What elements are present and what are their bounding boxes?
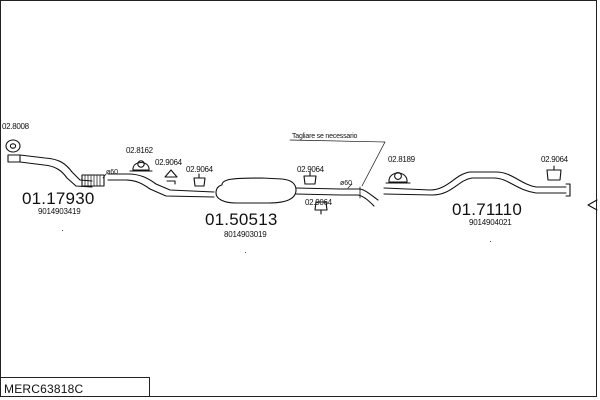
rear-pipe-icon — [383, 171, 571, 197]
gasket-part-number: 02.8008 — [2, 122, 29, 131]
hanger-part-number: 02.9064 — [297, 165, 324, 174]
vehicle-code-box: MERC63818C — [0, 377, 150, 397]
vehicle-code: MERC63818C — [4, 382, 84, 396]
hanger-part-number: 02.9064 — [305, 198, 332, 207]
hanger-icon — [193, 173, 206, 187]
rear-section-part-number: 01.71110 — [452, 200, 522, 219]
front-section-reference: 9014903419 — [38, 207, 81, 216]
muffler-icon — [215, 177, 341, 204]
placeholder-dot — [245, 252, 246, 253]
placeholder-dot — [490, 241, 491, 242]
placeholder-dot — [62, 230, 63, 231]
hanger-part-number: 02.9064 — [155, 158, 182, 167]
clamp-part-number: 02.8162 — [126, 146, 153, 155]
pipe-diameter-label: ø60 — [340, 180, 353, 187]
clamp-icon — [385, 172, 411, 184]
hanger-part-number: 02.9064 — [541, 155, 568, 164]
pipe-diameter-label: ø60 — [106, 169, 119, 176]
hanger-icon — [164, 169, 178, 185]
cut-note: Tagliare se necessario — [292, 133, 358, 140]
flex-joint-icon — [81, 174, 105, 187]
hanger-icon — [546, 165, 562, 181]
hanger-part-number: 02.9064 — [186, 165, 213, 174]
front-section-part-number: 01.17930 — [22, 189, 95, 208]
clamp-part-number: 02.8189 — [388, 155, 415, 164]
diameter-leader-icon — [347, 183, 353, 189]
middle-inlet-pipe-icon — [107, 173, 215, 198]
middle-section-reference: 8014903019 — [224, 230, 267, 239]
hanger-icon — [314, 201, 328, 215]
diameter-leader-icon — [102, 173, 107, 179]
gasket-icon — [5, 139, 21, 153]
cut-point-icon — [289, 139, 386, 207]
edge-marker-icon — [587, 199, 598, 211]
middle-section-part-number: 01.50513 — [205, 210, 278, 229]
rear-section-reference: 9014904021 — [469, 218, 512, 227]
hanger-icon — [303, 171, 317, 185]
clamp-icon — [129, 160, 153, 172]
front-pipe-icon — [7, 154, 93, 188]
